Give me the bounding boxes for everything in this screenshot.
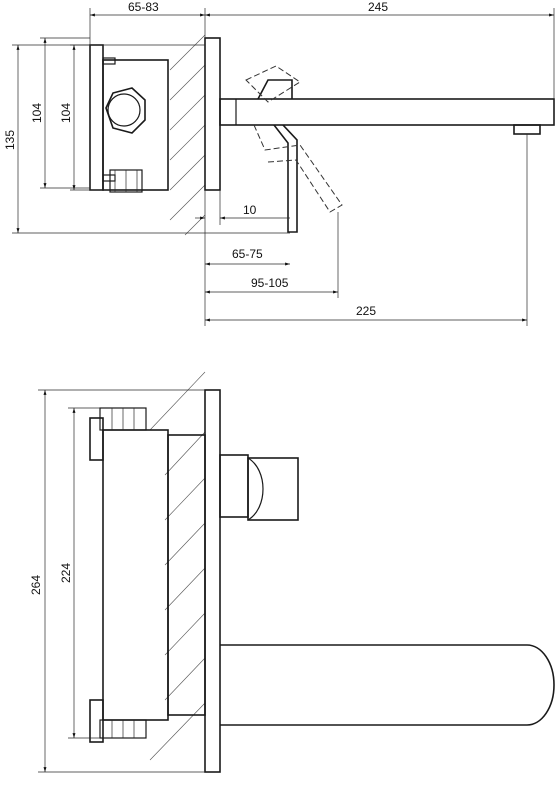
spout-top — [219, 98, 555, 135]
dim-label-104-outer: 104 — [30, 103, 44, 123]
top-view: 65-83 245 135 104 104 — [3, 0, 555, 326]
dim-224: 224 — [59, 407, 100, 739]
dim-65-75: 65-75 — [204, 190, 290, 326]
dim-104-inner: 104 — [59, 44, 110, 191]
wall-hatching-front — [149, 371, 206, 761]
dim-label-95-105: 95-105 — [251, 276, 289, 290]
dim-95-105: 95-105 — [205, 212, 339, 298]
wall-plate-front — [204, 389, 221, 773]
front-view: 264 224 — [29, 371, 555, 773]
concealed-body-front — [89, 407, 206, 743]
handle-front — [219, 454, 299, 521]
dim-10: 10 — [195, 190, 290, 225]
dim-label-264: 264 — [29, 575, 43, 595]
dim-225: 225 — [205, 134, 528, 326]
concealed-body-top — [89, 44, 169, 193]
dim-label-104-inner: 104 — [59, 103, 73, 123]
dim-label-65-75: 65-75 — [232, 247, 263, 261]
wall-plate-top — [204, 37, 221, 191]
dim-65-83: 65-83 — [89, 0, 206, 45]
dim-label-10: 10 — [243, 203, 257, 217]
dim-label-135: 135 — [3, 130, 17, 150]
dim-245: 245 — [205, 0, 555, 99]
wall-hatching-top — [169, 34, 206, 236]
lever-top — [245, 65, 343, 233]
dim-label-225: 225 — [356, 304, 376, 318]
dim-104-outer: 104 — [30, 37, 90, 189]
spout-front — [220, 644, 555, 726]
dim-label-224: 224 — [59, 563, 73, 583]
dim-label-245: 245 — [368, 0, 388, 14]
dim-label-65-83: 65-83 — [128, 0, 159, 14]
dim-264: 264 — [29, 389, 205, 773]
